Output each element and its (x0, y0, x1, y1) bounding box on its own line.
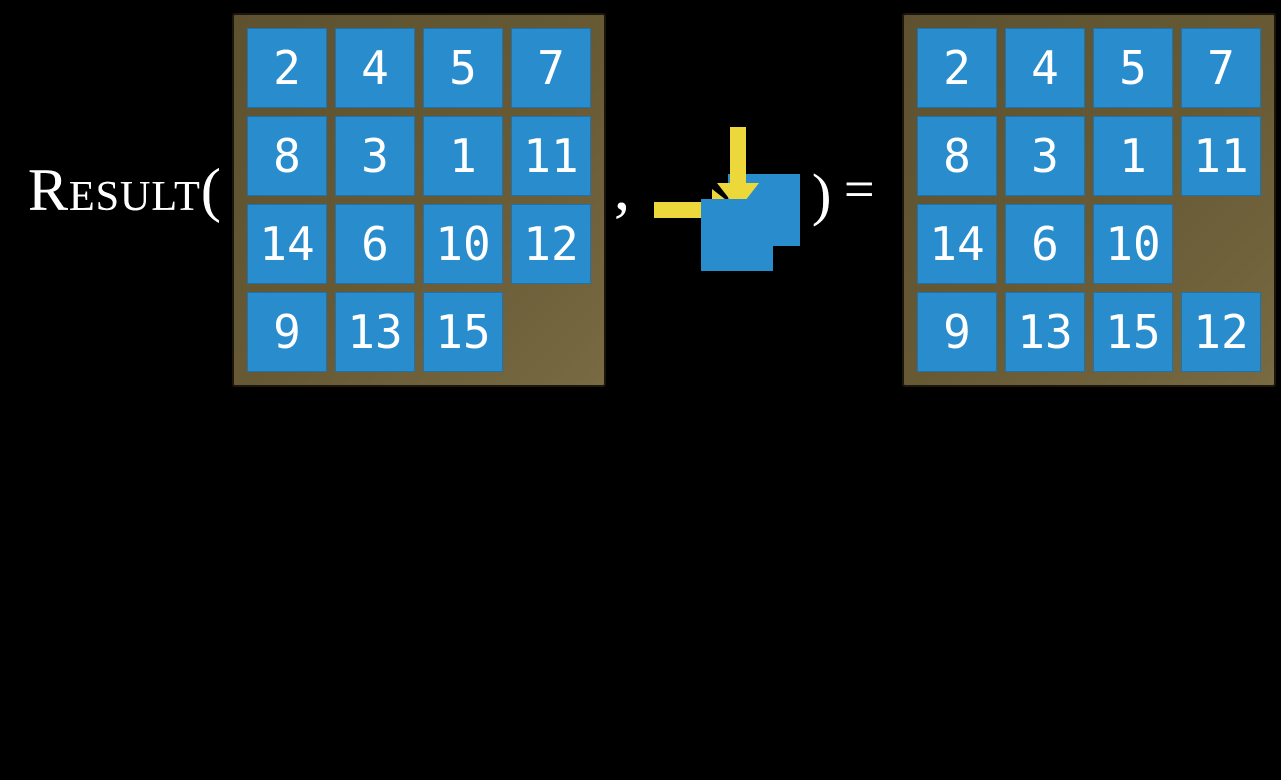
puzzle-tile-6: 6 (1005, 204, 1085, 284)
puzzle-tile-12: 12 (511, 204, 591, 284)
function-name: Result (28, 157, 201, 223)
close-paren: ) (812, 162, 832, 227)
puzzle-tile-7: 7 (1181, 28, 1261, 108)
action-tile (701, 199, 773, 271)
puzzle-tile-15: 15 (1093, 292, 1173, 372)
puzzle-tile-10: 10 (1093, 204, 1173, 284)
puzzle-tile-14: 14 (247, 204, 327, 284)
puzzle-tile-5: 5 (423, 28, 503, 108)
puzzle-tile-10: 10 (423, 204, 503, 284)
puzzle-tile-5: 5 (1093, 28, 1173, 108)
empty-cell (1181, 204, 1261, 284)
comma-separator: , (614, 152, 630, 223)
puzzle-tile-11: 11 (511, 116, 591, 196)
result-function-label: Result( (28, 160, 221, 220)
puzzle-tile-6: 6 (335, 204, 415, 284)
puzzle-tile-12: 12 (1181, 292, 1261, 372)
puzzle-tile-1: 1 (1093, 116, 1173, 196)
comma-separator: , (614, 152, 630, 223)
puzzle-tile-1: 1 (423, 116, 503, 196)
equals-sign: = (844, 159, 875, 219)
open-paren: ( (200, 157, 221, 223)
result-function-label: Result( (28, 160, 221, 220)
puzzle-tile-4: 4 (335, 28, 415, 108)
puzzle-tile-9: 9 (247, 292, 327, 372)
function-name: Result (28, 157, 201, 223)
puzzle-tile-4: 4 (1005, 28, 1085, 108)
puzzle-tile-8: 8 (917, 116, 997, 196)
puzzle-tile-7: 7 (511, 28, 591, 108)
puzzle-tile-13: 13 (335, 292, 415, 372)
puzzle-tile-14: 14 (917, 204, 997, 284)
puzzle-tile-9: 9 (917, 292, 997, 372)
empty-cell (511, 292, 591, 372)
puzzle-tile-3: 3 (1005, 116, 1085, 196)
arrow-down-shape (717, 127, 759, 210)
open-paren: ( (200, 157, 221, 223)
puzzle-tile-3: 3 (335, 116, 415, 196)
puzzle-tile-8: 8 (247, 116, 327, 196)
equals-sign: = (844, 159, 875, 219)
close-paren: ) (812, 162, 832, 227)
arrow-down-icon (717, 127, 759, 210)
puzzle-tile-2: 2 (247, 28, 327, 108)
puzzle-tile-13: 13 (1005, 292, 1085, 372)
puzzle-tile-2: 2 (917, 28, 997, 108)
puzzle-tile-15: 15 (423, 292, 503, 372)
puzzle-tile-11: 11 (1181, 116, 1261, 196)
